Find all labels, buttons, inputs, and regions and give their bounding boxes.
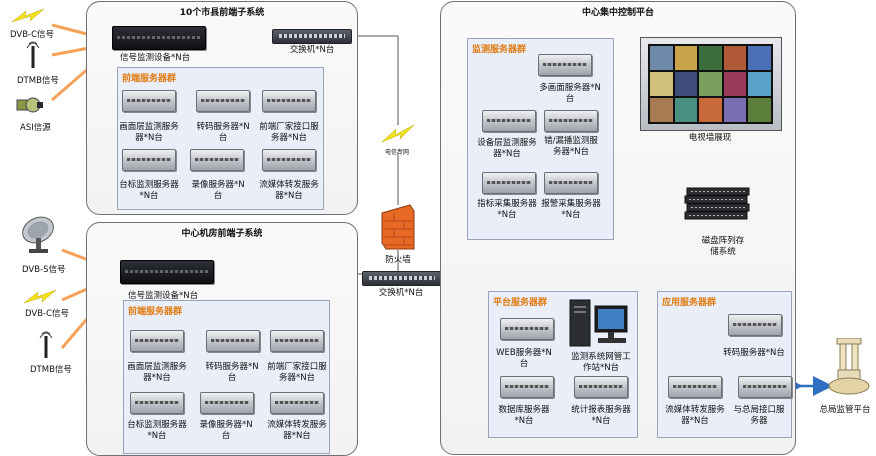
server-icon <box>200 392 254 414</box>
server-label: 台标监测服务器*N台 <box>118 180 180 202</box>
server-icon <box>130 392 184 414</box>
server-icon <box>206 330 260 352</box>
source-asi: ASI信源 <box>20 121 51 133</box>
server-label: WEB服务器*N台 <box>494 348 554 370</box>
server-icon <box>130 330 184 352</box>
core-switch <box>362 271 442 286</box>
server-icon <box>544 110 598 132</box>
server-label: 错/漏播监测服务器*N台 <box>540 136 602 158</box>
lightning-icon <box>22 289 58 307</box>
group-title: 平台服务器群 <box>493 295 547 308</box>
server-icon <box>728 314 782 336</box>
panel-title: 中心集中控制平台 <box>441 5 795 18</box>
disk-array-label: 磁盘阵列存储系统 <box>700 236 746 258</box>
server-label: 指标采集服务器*N台 <box>476 199 538 221</box>
sarft-platform-icon <box>826 338 872 398</box>
source-dvbc-2: DVB-C信号 <box>25 307 69 319</box>
server-label: 画面层监测服务器*N台 <box>118 122 180 144</box>
group-title: 前端服务器群 <box>122 71 176 84</box>
server-label: 多画面服务器*N台 <box>538 83 602 105</box>
workstation-label: 监测系统网管工作站*N台 <box>570 352 632 374</box>
disk-array-icon <box>683 186 753 224</box>
server-label: 转码服务器*N台 <box>203 362 261 384</box>
server-label: 前端厂家接口服务器*N台 <box>258 122 320 144</box>
server-icon <box>270 392 324 414</box>
server-label: 统计报表服务器*N台 <box>570 405 632 427</box>
server-label: 报警采集服务器*N台 <box>540 199 602 221</box>
signal-monitor-device <box>112 26 206 50</box>
server-icon <box>482 110 536 132</box>
server-label: 流媒体转发服务器*N台 <box>258 180 320 202</box>
signal-monitor-device <box>120 260 214 284</box>
server-label: 流媒体转发服务器*N台 <box>266 420 328 442</box>
server-icon <box>574 376 628 398</box>
device-label: 信号监测设备*N台 <box>120 51 190 63</box>
wan-label: 电信专网 <box>362 147 432 158</box>
panel-title: 中心机房前端子系统 <box>87 226 357 239</box>
server-icon <box>196 90 250 112</box>
server-icon <box>190 149 244 171</box>
network-switch <box>272 29 352 44</box>
tv-wall-label: 电视墙展现 <box>660 133 760 144</box>
server-label: 流媒体转发服务器*N台 <box>664 405 726 427</box>
server-icon <box>500 318 554 340</box>
server-icon <box>668 376 722 398</box>
server-icon <box>122 149 176 171</box>
server-label: 录像服务器*N台 <box>188 180 248 202</box>
antenna-icon <box>25 40 41 70</box>
group-title: 前端服务器群 <box>128 304 182 317</box>
lightning-icon <box>10 8 46 26</box>
server-icon <box>544 172 598 194</box>
core-switch-label: 交换机*N台 <box>360 288 442 299</box>
tv-wall-screens <box>648 44 773 124</box>
server-label: 台标监测服务器*N台 <box>126 420 188 442</box>
group-title: 监测服务器群 <box>472 42 526 55</box>
asi-connector-icon <box>15 92 45 118</box>
firewall-icon <box>380 203 416 251</box>
server-label: 数据库服务器*N台 <box>494 405 554 427</box>
server-label: 录像服务器*N台 <box>196 420 256 442</box>
wan-lightning-icon <box>380 124 416 146</box>
server-label: 设备层监测服务器*N台 <box>476 138 538 160</box>
firewall-label: 防火墙 <box>372 255 424 266</box>
sarft-label: 总局监管平台 <box>814 405 876 416</box>
server-label: 转码服务器*N台 <box>722 348 786 359</box>
switch-label: 交换机*N台 <box>272 45 352 56</box>
panel-title: 10个市县前端子系统 <box>87 5 357 18</box>
source-dtmb-1: DTMB信号 <box>17 74 59 86</box>
tv-wall <box>640 37 782 131</box>
server-icon <box>122 90 176 112</box>
server-label: 前端厂家接口服务器*N台 <box>266 362 328 384</box>
source-dvbc-1: DVB-C信号 <box>10 28 54 40</box>
server-icon <box>270 330 324 352</box>
source-dvbs: DVB-S信号 <box>22 263 66 275</box>
satellite-dish-icon <box>18 214 62 254</box>
source-dtmb-2: DTMB信号 <box>30 363 72 375</box>
server-label: 画面层监测服务器*N台 <box>126 362 188 384</box>
antenna-icon <box>38 330 54 360</box>
group-title: 应用服务器群 <box>662 295 716 308</box>
server-icon <box>500 376 554 398</box>
server-icon <box>262 90 316 112</box>
server-label: 转码服务器*N台 <box>194 122 252 144</box>
server-icon <box>482 172 536 194</box>
server-icon <box>738 376 792 398</box>
server-icon <box>262 149 316 171</box>
workstation-icon <box>568 298 630 350</box>
server-label: 与总局接口服务器 <box>730 405 788 427</box>
server-icon <box>538 54 592 76</box>
